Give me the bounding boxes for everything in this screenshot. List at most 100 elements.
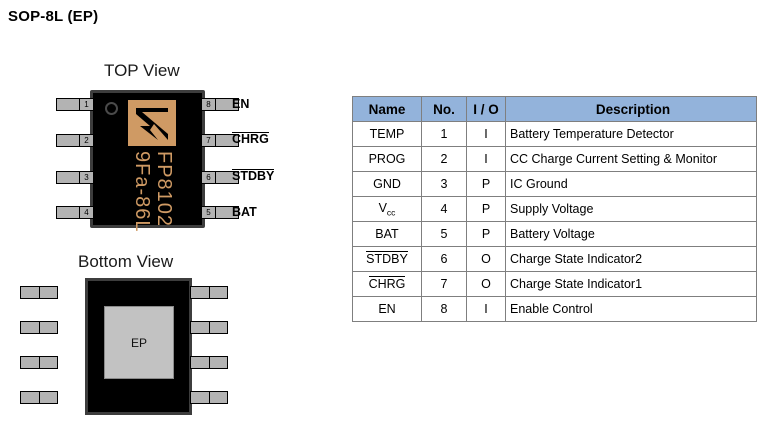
bottom-lead-left-2 <box>20 321 58 334</box>
lead-seg <box>39 321 58 334</box>
page-title: SOP-8L (EP) <box>8 8 99 25</box>
lead-number: 3 <box>80 171 94 184</box>
lead-bar <box>215 134 239 147</box>
lead-pin-3: 3 <box>56 171 94 184</box>
lead-bar <box>56 134 80 147</box>
pin-label-bat: BAT <box>232 205 257 219</box>
cell-io: I <box>466 146 506 172</box>
cell-number: 8 <box>421 296 467 322</box>
cell-name: Vcc <box>352 196 422 222</box>
lead-bar <box>56 98 80 111</box>
bottom-lead-right-3 <box>190 356 228 369</box>
cell-io: O <box>466 271 506 297</box>
header-name: Name <box>352 96 422 122</box>
cell-number: 4 <box>421 196 467 222</box>
lead-bar <box>215 98 239 111</box>
cell-io: P <box>466 171 506 197</box>
cell-description: Battery Temperature Detector <box>505 121 757 147</box>
lead-seg <box>20 391 40 404</box>
cell-number: 2 <box>421 146 467 172</box>
cell-name-text: Vcc <box>378 200 396 218</box>
cell-io: P <box>466 196 506 222</box>
lead-seg <box>39 356 58 369</box>
lead-number: 8 <box>201 98 215 111</box>
top-view-diagram: FP8102 9Fa-86L 1 2 3 4 8 7 6 5 TEMP PROG… <box>0 85 340 235</box>
cell-number: 7 <box>421 271 467 297</box>
exposed-pad: EP <box>104 306 174 379</box>
cell-number: 5 <box>421 221 467 247</box>
lead-seg <box>20 286 40 299</box>
cell-name: STDBY <box>352 246 422 272</box>
vendor-logo-icon <box>128 100 176 146</box>
lead-pin-2: 2 <box>56 134 94 147</box>
lead-bar <box>56 206 80 219</box>
lead-seg <box>39 391 58 404</box>
cell-description: Charge State Indicator1 <box>505 271 757 297</box>
package-body-top: FP8102 9Fa-86L <box>90 90 205 233</box>
table-header-row: Name No. I / O Description <box>352 96 757 122</box>
cell-description: Battery Voltage <box>505 221 757 247</box>
cell-description: IC Ground <box>505 171 757 197</box>
header-io: I / O <box>466 96 506 122</box>
lead-seg <box>209 391 228 404</box>
lead-pin-8: 8 <box>201 98 239 111</box>
header-no: No. <box>421 96 467 122</box>
cell-description: Supply Voltage <box>505 196 757 222</box>
lead-pin-1: 1 <box>56 98 94 111</box>
bottom-lead-left-3 <box>20 356 58 369</box>
pin-label-en: EN <box>232 97 250 111</box>
lead-seg <box>209 321 228 334</box>
cell-io: O <box>466 246 506 272</box>
bottom-lead-right-4 <box>190 391 228 404</box>
bottom-view-heading: Bottom View <box>78 252 174 271</box>
cell-name-text: CHRG <box>368 276 406 291</box>
lead-seg <box>190 391 210 404</box>
lead-seg <box>39 286 58 299</box>
cell-io: P <box>466 221 506 247</box>
lead-bar <box>56 171 80 184</box>
cell-name: GND <box>352 171 422 197</box>
cell-description: Charge State Indicator2 <box>505 246 757 272</box>
cell-name: PROG <box>352 146 422 172</box>
pin-label-stdby: STDBY <box>232 169 275 183</box>
lead-seg <box>190 321 210 334</box>
top-view-heading: TOP View <box>104 61 180 80</box>
bottom-lead-right-1 <box>190 286 228 299</box>
lead-number: 4 <box>80 206 94 219</box>
cell-io: I <box>466 121 506 147</box>
bottom-lead-left-1 <box>20 286 58 299</box>
cell-description: CC Charge Current Setting & Monitor <box>505 146 757 172</box>
lead-seg <box>190 356 210 369</box>
bottom-view-diagram: EP <box>0 275 340 443</box>
lead-pin-6: 6 <box>201 171 239 184</box>
cell-name: CHRG <box>352 271 422 297</box>
lead-bar <box>215 171 239 184</box>
cell-description: Enable Control <box>505 296 757 322</box>
bottom-lead-left-4 <box>20 391 58 404</box>
lead-pin-5: 5 <box>201 206 239 219</box>
cell-number: 3 <box>421 171 467 197</box>
lead-seg <box>20 321 40 334</box>
lead-number: 1 <box>80 98 94 111</box>
cell-name: EN <box>352 296 422 322</box>
lead-pin-7: 7 <box>201 134 239 147</box>
lead-pin-4: 4 <box>56 206 94 219</box>
header-description: Description <box>505 96 757 122</box>
lead-number: 2 <box>80 134 94 147</box>
part-marking-line1: FP8102 <box>153 151 175 228</box>
cell-io: I <box>466 296 506 322</box>
lead-seg <box>209 356 228 369</box>
lead-bar <box>215 206 239 219</box>
pin1-dot-icon <box>105 102 118 115</box>
pin-label-chrg-text: CHRG <box>232 132 269 146</box>
lead-seg <box>209 286 228 299</box>
